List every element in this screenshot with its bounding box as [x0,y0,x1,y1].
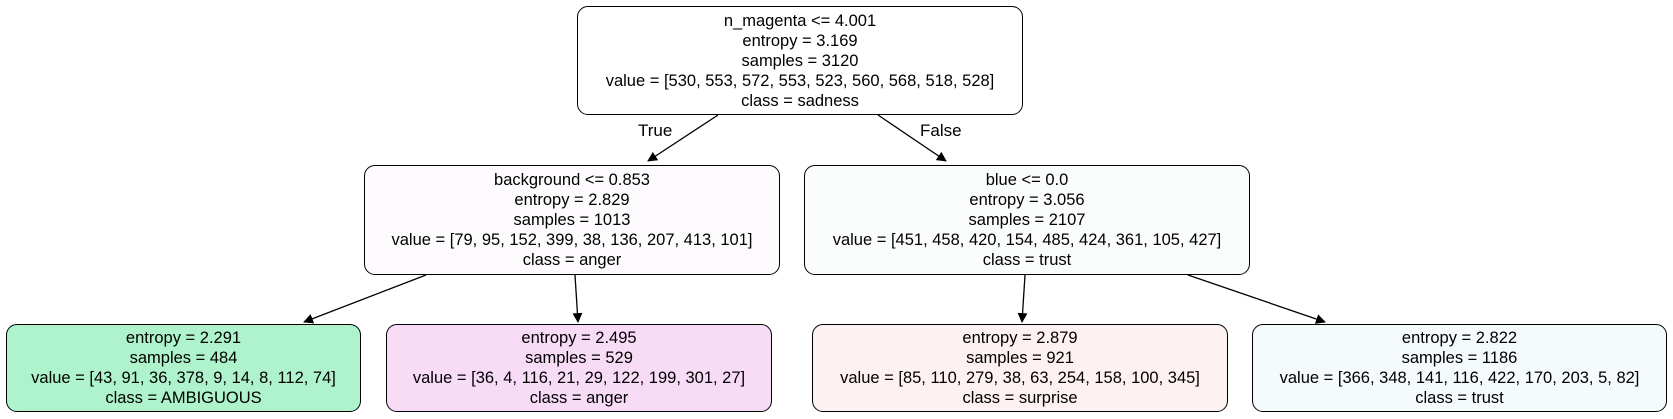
node-samples: samples = 1013 [513,211,631,229]
node-value: value = [530, 553, 572, 553, 523, 560, 5… [605,71,995,90]
node-split-condition: blue <= 0.0 [985,171,1069,189]
node-value: value = [366, 348, 141, 116, 422, 170, 2… [1279,369,1640,387]
node-split-condition: n_magenta <= 4.001 [723,11,877,30]
tree-node-left: background <= 0.853 entropy = 2.829 samp… [364,165,780,275]
node-class: class = trust [982,251,1072,269]
tree-node-right: blue <= 0.0 entropy = 3.056 samples = 21… [804,165,1250,275]
node-class: class = sadness [741,91,859,110]
node-samples: samples = 921 [966,349,1074,367]
node-entropy: entropy = 2.829 [514,191,630,209]
node-entropy: entropy = 2.291 [125,329,242,347]
tree-leaf-right-right: entropy = 2.822 samples = 1186 value = [… [1252,324,1667,412]
edge-left-to-left-left [303,274,427,324]
node-samples: samples = 3120 [741,51,859,70]
node-samples: samples = 484 [129,349,238,367]
node-class: class = anger [522,251,622,269]
node-entropy: entropy = 2.495 [521,329,637,347]
tree-leaf-right-left: entropy = 2.879 samples = 921 value = [8… [812,324,1228,412]
node-class: class = trust [1415,389,1504,407]
node-value: value = [79, 95, 152, 399, 38, 136, 207,… [391,231,753,249]
edge-label-false: False [920,121,962,140]
tree-node-root: n_magenta <= 4.001 entropy = 3.169 sampl… [577,6,1023,115]
node-class: class = anger [529,389,629,407]
node-value: value = [451, 458, 420, 154, 485, 424, 3… [832,231,1222,249]
node-class: class = surprise [962,389,1078,407]
node-entropy: entropy = 3.169 [742,31,858,50]
edge-right-to-right-left [1017,274,1028,323]
node-value: value = [85, 110, 279, 38, 63, 254, 158,… [840,369,1200,387]
node-samples: samples = 529 [525,349,633,367]
edge-root-to-left [647,114,719,162]
node-entropy: entropy = 2.879 [962,329,1078,347]
node-split-condition: background <= 0.853 [494,171,650,189]
node-entropy: entropy = 2.822 [1401,329,1518,347]
tree-leaf-left-left: entropy = 2.291 samples = 484 value = [4… [6,324,361,412]
tree-leaf-left-right: entropy = 2.495 samples = 529 value = [3… [386,324,772,412]
node-samples: samples = 2107 [968,211,1086,229]
node-value: value = [43, 91, 36, 378, 9, 14, 8, 112,… [31,369,336,387]
node-entropy: entropy = 3.056 [969,191,1085,209]
edge-right-to-right-right [1187,274,1326,324]
node-samples: samples = 1186 [1401,349,1518,367]
node-value: value = [36, 4, 116, 21, 29, 122, 199, 3… [412,369,746,387]
edge-left-to-left-right [572,274,583,323]
node-class: class = AMBIGUOUS [105,389,262,407]
edge-root-to-right [877,114,947,162]
edge-label-true: True [638,121,673,140]
